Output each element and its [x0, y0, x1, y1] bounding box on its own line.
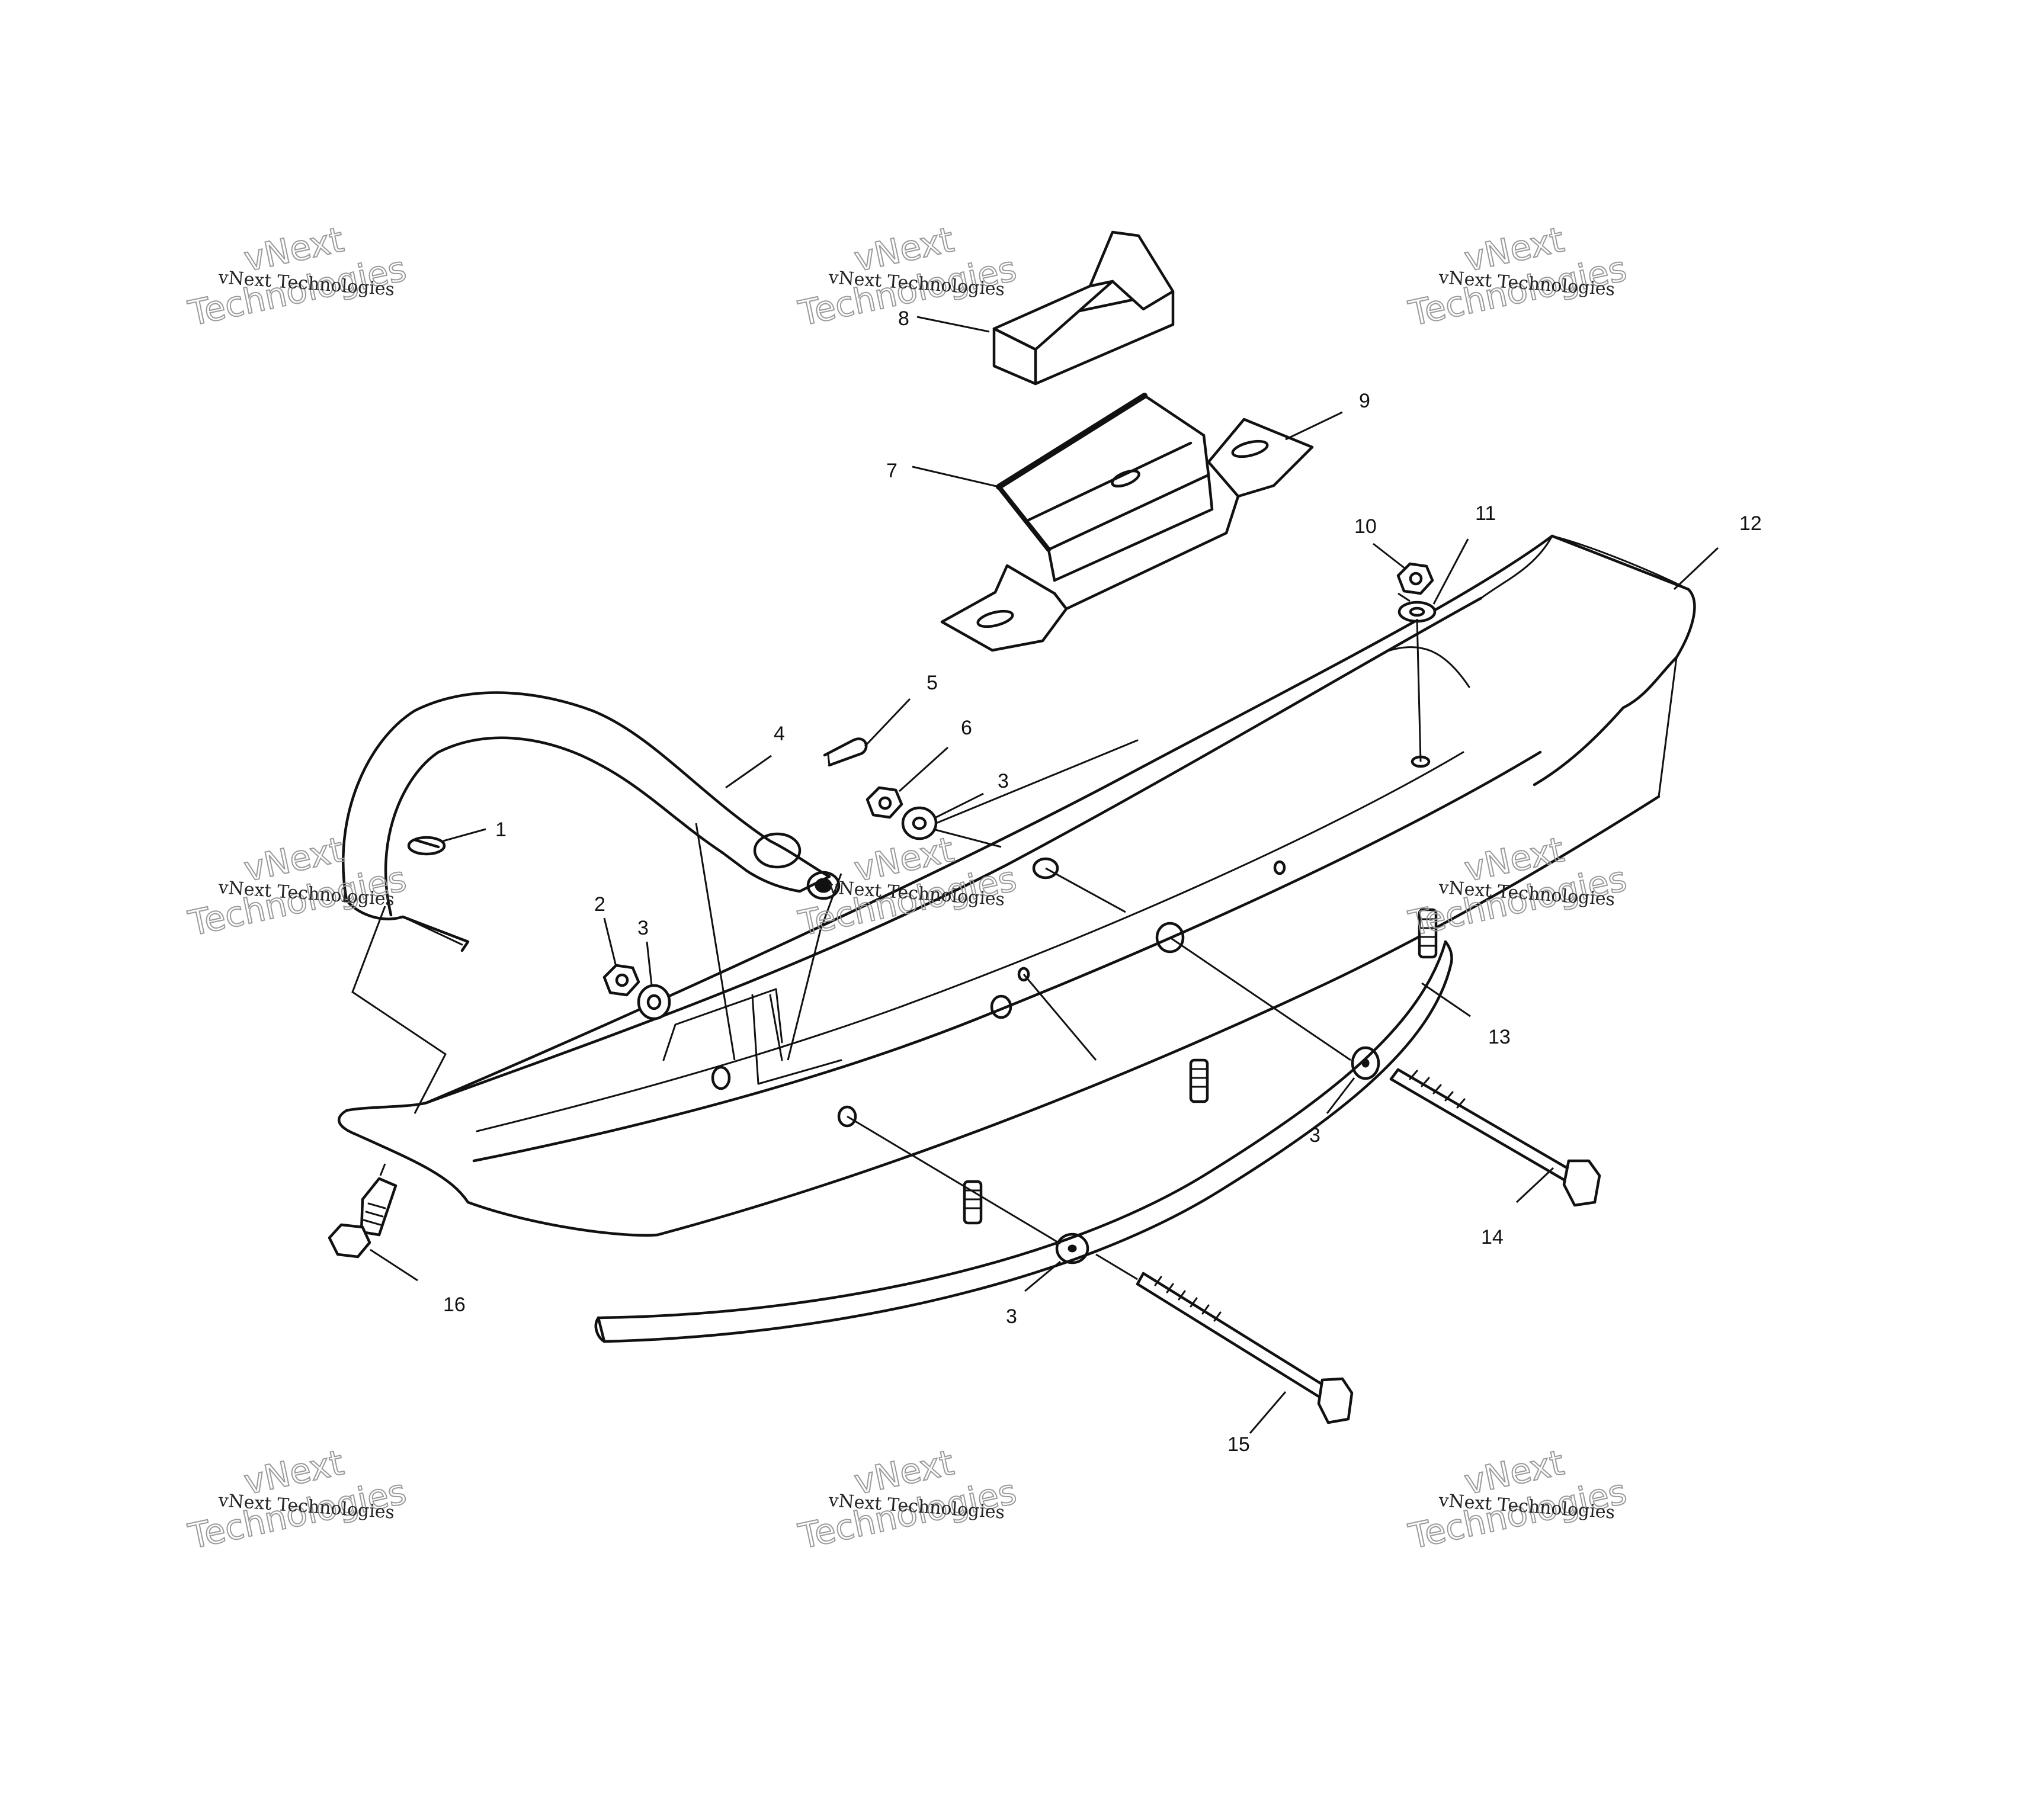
callout-labels: 1 2 3 4 5 6 3 7 8 9 10 11 12 13 3 14 3 1… — [443, 307, 1762, 1456]
part-1-clip — [407, 836, 446, 856]
callout-4: 4 — [774, 723, 785, 745]
part-3-washer-c — [1351, 1046, 1380, 1080]
watermark-1: vNext Technologies — [184, 219, 411, 334]
part-8-cushion — [992, 230, 1175, 386]
part-14-bolt — [1389, 1068, 1601, 1207]
callout-15: 15 — [1227, 1433, 1250, 1456]
runner-stud-1 — [963, 1180, 983, 1225]
callout-9: 9 — [1359, 390, 1370, 412]
callout-10: 10 — [1354, 515, 1377, 538]
callout-3: 3 — [998, 770, 1009, 792]
part-7-channel — [996, 393, 1214, 582]
callout-11: 11 — [1475, 502, 1496, 525]
part-4-handle — [342, 691, 841, 952]
watermarks: vNext Technologies vNext Technologies vN… — [184, 219, 1631, 1557]
runner-stud-3 — [1418, 908, 1438, 959]
part-16-bolt — [328, 1177, 398, 1259]
callout-12: 12 — [1739, 512, 1762, 535]
callout-1: 1 — [495, 818, 507, 841]
callout-3: 3 — [1309, 1124, 1320, 1147]
callout-5: 5 — [927, 672, 938, 694]
part-6-nut — [866, 786, 903, 819]
washers — [637, 601, 1437, 1264]
part-13-runner — [594, 908, 1453, 1343]
callout-8: 8 — [898, 307, 909, 330]
callout-14: 14 — [1481, 1226, 1504, 1248]
watermark-8: vNext Technologies — [794, 1442, 1021, 1557]
watermark-9: vNext Technologies — [1405, 1442, 1631, 1557]
callout-3: 3 — [637, 917, 649, 939]
leader-lines — [351, 316, 1719, 1434]
callout-6: 6 — [961, 717, 972, 739]
runner-stud-2 — [1189, 1058, 1209, 1103]
part-3-washer-a — [637, 984, 671, 1020]
callout-7: 7 — [886, 460, 897, 482]
part-3-washer-b — [901, 806, 938, 840]
callout-13: 13 — [1488, 1026, 1511, 1048]
part-15-bolt — [1136, 1272, 1354, 1424]
watermark-7: vNext Technologies — [184, 1442, 411, 1557]
callout-2: 2 — [594, 893, 605, 916]
callout-3: 3 — [1006, 1305, 1017, 1328]
part-11-washer — [1397, 601, 1437, 623]
part-12-ski — [337, 534, 1696, 1237]
watermark-3: vNext Technologies — [1405, 219, 1631, 334]
watermark-4: vNext Technologies — [184, 829, 411, 944]
part-10-nut — [1396, 562, 1434, 595]
part-5-cotter — [823, 737, 868, 767]
part-2-nut — [602, 964, 640, 997]
callout-16: 16 — [443, 1293, 466, 1316]
